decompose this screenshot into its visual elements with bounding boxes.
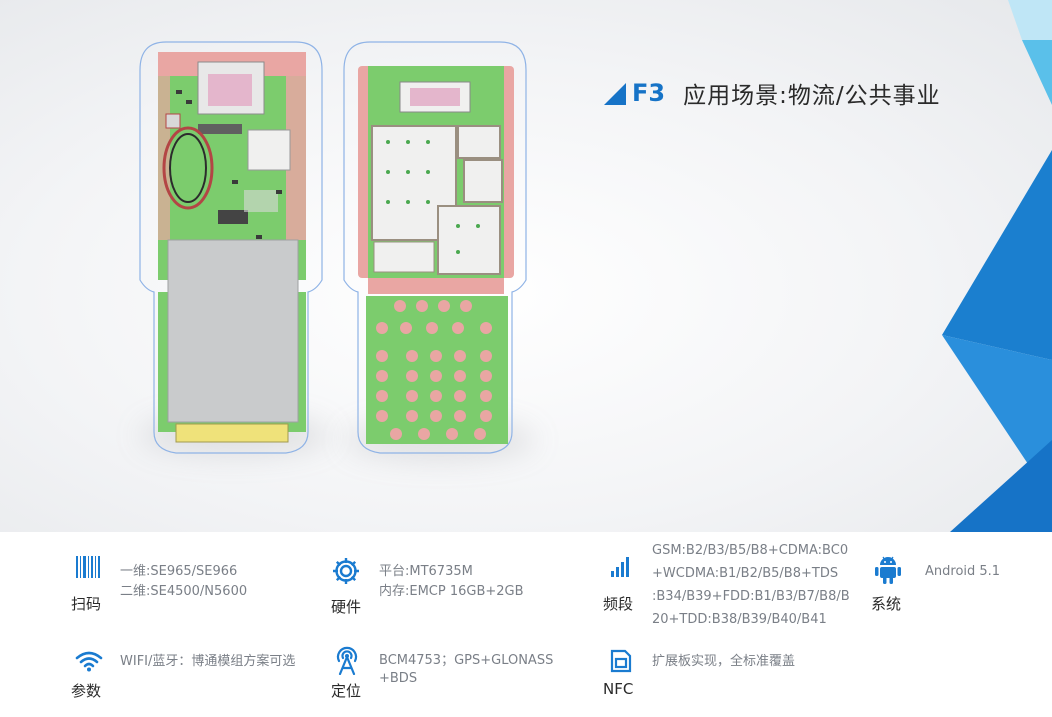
spec-line: 平台:MT6735M <box>379 564 473 579</box>
spec-line: 扩展板实现，全标准覆盖 <box>652 654 796 669</box>
spec-label-params: 参数 <box>71 682 102 700</box>
spec-line: 内存:EMCP 16GB+2GB <box>379 584 524 599</box>
spec-nfc-values: 扩展板实现，全标准覆盖 <box>652 652 795 672</box>
spec-bands-values: GSM:B2/B3/B5/B8+CDMA:BC0 +WCDMA:B1/B2/B5… <box>652 539 850 631</box>
spec-scan-values: 一维:SE965/SE966 二维:SE4500/N5600 <box>120 562 247 602</box>
android-icon <box>875 556 901 584</box>
spec-line: 20+TDD:B38/B39/B40/B41 <box>652 612 827 627</box>
spec-location-values: BCM4753；GPS+GLONASS +BDS <box>379 652 553 688</box>
page-title: F3 应用场景:物流/公共事业 <box>604 76 941 110</box>
nfc-card-icon <box>610 649 632 673</box>
model-code: F3 <box>632 79 666 107</box>
title-triangle-icon <box>604 83 626 105</box>
spec-line: 二维:SE4500/N5600 <box>120 584 248 599</box>
gps-tower-icon <box>336 646 358 675</box>
signal-bars-icon <box>611 557 629 577</box>
pcb-board-back <box>343 41 527 454</box>
spec-line: 一维:SE965/SE966 <box>120 564 238 579</box>
gear-icon <box>333 558 359 584</box>
spec-label-system: 系统 <box>871 595 902 613</box>
hero-section: F3 应用场景:物流/公共事业 <box>0 0 1052 532</box>
spec-system-values: Android 5.1 <box>925 562 1000 582</box>
spec-label-hardware: 硬件 <box>331 598 362 616</box>
spec-line: Android 5.1 <box>925 564 1001 579</box>
wifi-icon <box>75 651 103 672</box>
barcode-icon <box>76 556 100 578</box>
spec-hardware-values: 平台:MT6735M 内存:EMCP 16GB+2GB <box>379 562 524 602</box>
spec-label-bands: 频段 <box>603 595 634 613</box>
spec-line: GSM:B2/B3/B5/B8+CDMA:BC0 <box>652 543 849 558</box>
spec-label-location: 定位 <box>331 682 362 700</box>
scenario-title: 应用场景:物流/公共事业 <box>683 83 941 109</box>
spec-label-scan: 扫码 <box>71 595 102 613</box>
decorative-blue-triangles <box>942 0 1052 532</box>
spec-label-nfc: NFC <box>603 680 634 698</box>
pcb-board-front <box>139 41 323 454</box>
spec-params-values: WIFI/蓝牙：博通模组方案可选 <box>120 652 295 672</box>
spec-line: +BDS <box>379 671 418 686</box>
spec-line: WIFI/蓝牙：博通模组方案可选 <box>120 654 296 669</box>
spec-line: BCM4753；GPS+GLONASS <box>379 653 554 668</box>
spec-line: +WCDMA:B1/B2/B5/B8+TDS <box>652 566 839 581</box>
spec-line: :B34/B39+FDD:B1/B3/B7/B8/B <box>652 589 850 604</box>
